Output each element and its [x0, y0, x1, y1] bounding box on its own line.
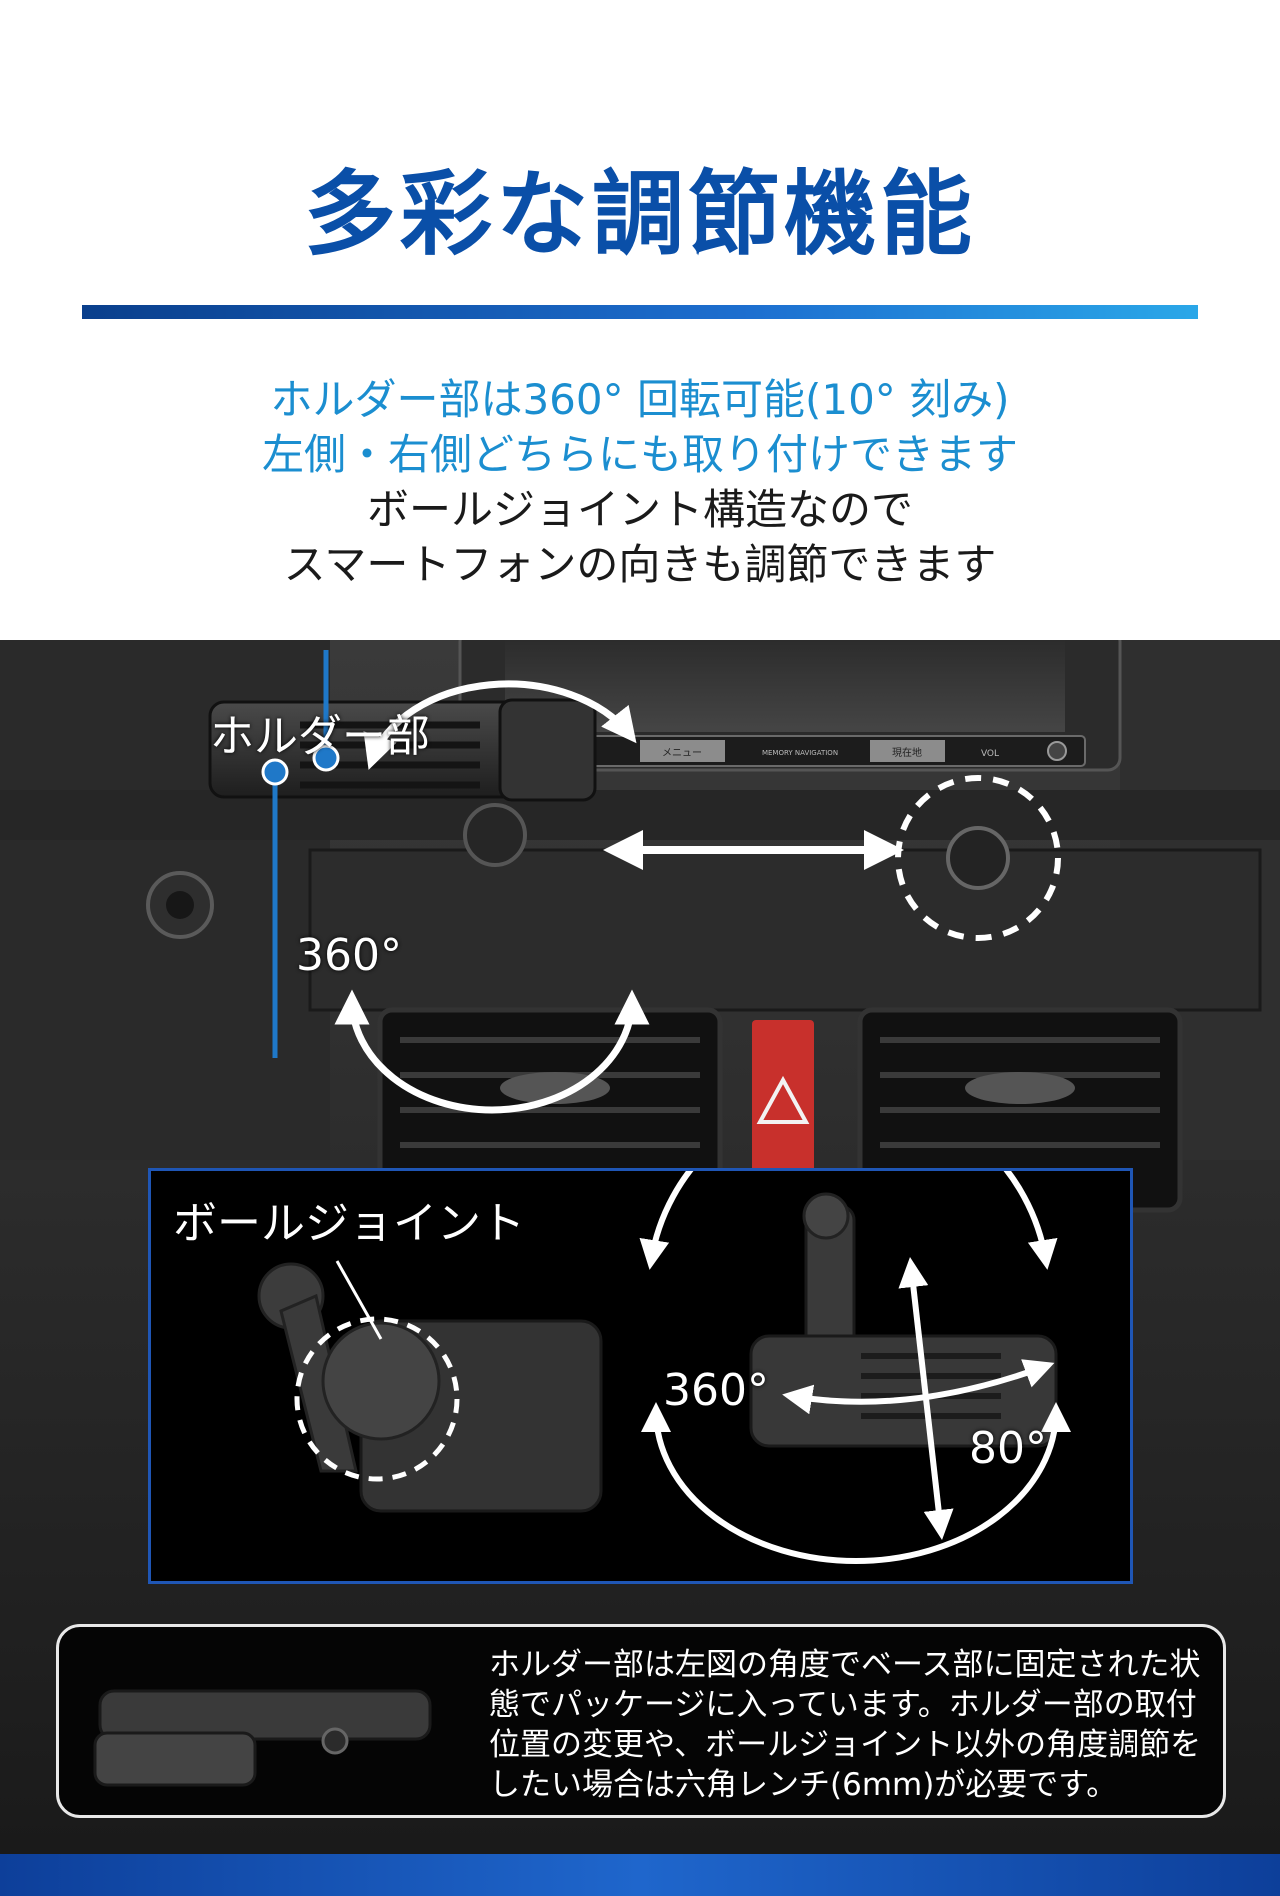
rotation-arc-inset-bottom: [641, 1402, 1071, 1564]
base-bolt: [321, 1727, 349, 1755]
rotation-arc-inset: [639, 1171, 1058, 1270]
hazard-triangle-icon: [756, 1075, 810, 1124]
inset-angle-80: 80°: [969, 1423, 1047, 1474]
holder-ball-mount: [463, 803, 527, 867]
ball-joint: [321, 1321, 441, 1441]
base-bar: [98, 1689, 432, 1741]
ball-joint-inset: ボールジョイント 360° 80°: [148, 1168, 1133, 1584]
package-note-text: ホルダー部は左図の角度でベース部に固定された状態でパッケージに入っています。ホル…: [489, 1647, 1202, 1803]
inset-angle-360: 360°: [663, 1365, 769, 1416]
folded-holder: [93, 1731, 257, 1787]
holder-callout-dot: [312, 744, 340, 772]
swing-arrow: [782, 1359, 1055, 1415]
left-bolt-center: [166, 891, 194, 919]
arm-top-pivot: [802, 1192, 850, 1240]
ball-joint-highlight: [294, 1316, 460, 1482]
page-title: 多彩な調節機能: [303, 161, 976, 268]
ball-joint-illustration: [257, 1171, 1071, 1564]
arm-link: [279, 1293, 358, 1473]
holder-clamp: [498, 698, 597, 802]
lead-line-3: ボールジョイント構造なので: [366, 485, 913, 534]
ball-joint-callout-dot: [261, 758, 289, 786]
nav-button-current: [870, 740, 945, 762]
lead-line-2: 左側・右側どちらにも取り付けできます: [261, 430, 1018, 479]
nav-label-menu: メニュー: [662, 748, 702, 759]
package-state-illustration: [93, 1689, 432, 1787]
nav-knob-right: [1047, 741, 1067, 761]
lead-line-1: ホルダー部は360° 回転可能(10° 刻み): [270, 375, 1010, 424]
mount-point-highlight: [895, 775, 1061, 941]
mount-point-bolt: [946, 826, 1010, 890]
package-note: ホルダー部は左図の角度でベース部に固定された状態でパッケージに入っています。ホル…: [56, 1624, 1226, 1818]
lead-text: ホルダー部は360° 回転可能(10° 刻み) 左側・右側どちらにも取り付けでき…: [0, 372, 1280, 592]
ball-joint-pointer: [335, 1260, 383, 1340]
rotation-arc-top: [363, 680, 637, 770]
rotation-angle-label: 360°: [296, 930, 402, 981]
nav-label-brand: MEMORY NAVIGATION: [762, 749, 838, 757]
lead-line-4: スマートフォンの向きも調節できます: [283, 540, 997, 589]
nav-label-vol: VOL: [981, 749, 999, 759]
vent-housing: [308, 848, 1262, 1012]
ball-joint-label: ボールジョイント: [173, 1198, 525, 1249]
vent-dial-right: [965, 1072, 1075, 1104]
bottom-accent-bar: [0, 1854, 1280, 1896]
dashboard-shelf: [0, 790, 1280, 840]
title-underline: [82, 305, 1198, 319]
nav-button-menu: [640, 740, 725, 762]
rotation-arc-bottom: [334, 989, 650, 1114]
holder-label: ホルダー部: [210, 711, 430, 762]
nav-label-current: 現在地: [892, 746, 922, 759]
